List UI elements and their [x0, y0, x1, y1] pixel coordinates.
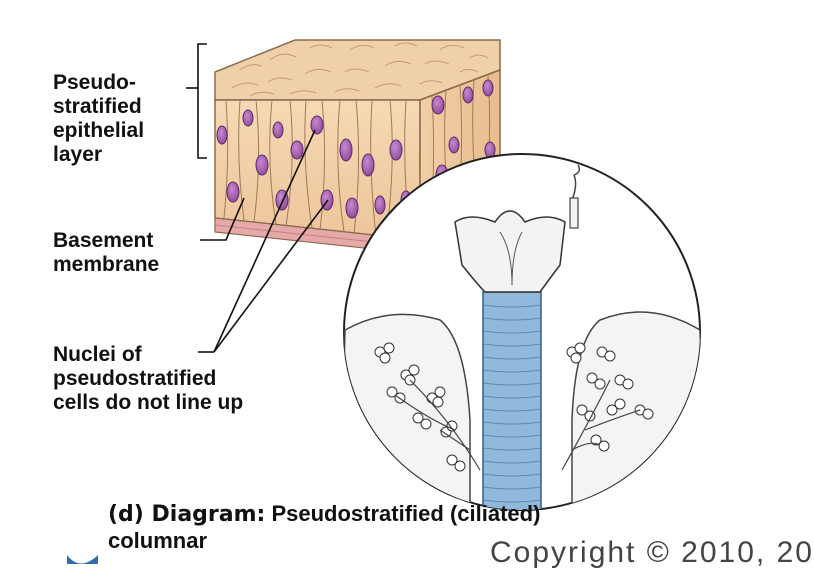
trachea-rings — [482, 304, 542, 503]
corner-blue-shape — [67, 555, 98, 564]
diagram-canvas — [67, 39, 701, 564]
label-line: cells do not line up — [53, 391, 244, 414]
leader-lines — [186, 43, 329, 353]
label-line: pseudostratified — [53, 367, 217, 390]
bronchioles — [394, 379, 641, 471]
figure-caption: (d) Diagram: Pseudostratified (ciliated)… — [108, 501, 540, 554]
label-line: Pseudo- — [53, 71, 136, 94]
label-pseudostratified-layer: Pseudo- stratified epithelial layer — [53, 71, 144, 167]
trachea-tube — [482, 291, 542, 510]
label-line: layer — [53, 143, 103, 166]
layer-bracket — [197, 43, 207, 159]
label-line: Basement — [53, 229, 154, 252]
label-line: Nuclei of — [53, 343, 142, 366]
copyright-notice: Copyright © 2010, 20 — [490, 536, 814, 569]
nuclei-leader-1 — [213, 129, 316, 353]
cilia-texture — [231, 42, 489, 97]
label-basement-membrane: Basement membrane — [53, 229, 159, 277]
caption-prefix: (d) Diagram: — [108, 502, 266, 527]
epithelium-block — [214, 39, 501, 255]
caption-line2: columnar — [108, 528, 208, 553]
left-lung — [344, 313, 471, 510]
larynx — [454, 210, 566, 293]
basement-leader — [200, 197, 245, 241]
trachea-inset — [343, 153, 701, 511]
label-line: membrane — [53, 253, 160, 276]
label-line: epithelial — [53, 119, 145, 142]
caption-line1: Pseudostratified (ciliated) — [265, 501, 541, 526]
nuclei-leader-2 — [213, 199, 329, 353]
label-nuclei: Nuclei of pseudostratified cells do not … — [53, 343, 243, 415]
label-line: stratified — [53, 95, 142, 118]
